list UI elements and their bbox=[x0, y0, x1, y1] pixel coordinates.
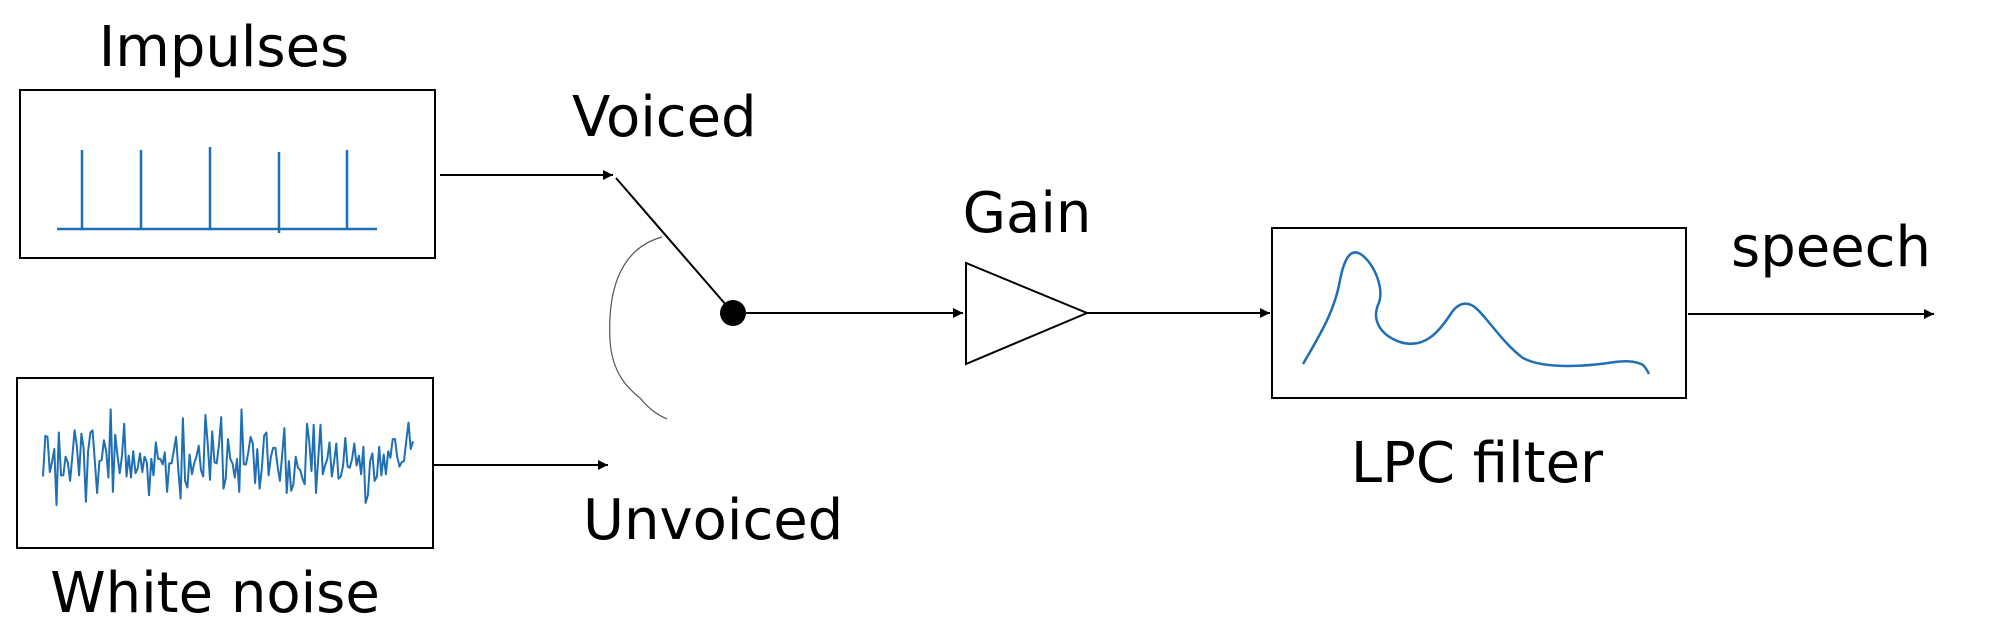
lpc-filter-label: LPC filter bbox=[1351, 431, 1604, 496]
switch-travel-arc bbox=[609, 236, 668, 420]
white-noise-signal bbox=[42, 408, 414, 507]
impulses-label: Impulses bbox=[99, 15, 349, 80]
white-noise-label: White noise bbox=[50, 561, 380, 622]
gain-label: Gain bbox=[963, 181, 1092, 246]
noise-waveform-line bbox=[42, 408, 414, 507]
impulse-train-signal bbox=[57, 147, 377, 233]
switch-lever bbox=[615, 177, 734, 314]
gain-amplifier-triangle bbox=[965, 261, 1090, 366]
lpc-frequency-response-curve bbox=[1301, 251, 1651, 375]
voiced-label: Voiced bbox=[572, 85, 757, 150]
switch-pivot bbox=[720, 300, 746, 326]
lpc-filter-box bbox=[1271, 227, 1687, 399]
unvoiced-label: Unvoiced bbox=[583, 488, 843, 553]
speech-label: speech bbox=[1731, 215, 1931, 280]
